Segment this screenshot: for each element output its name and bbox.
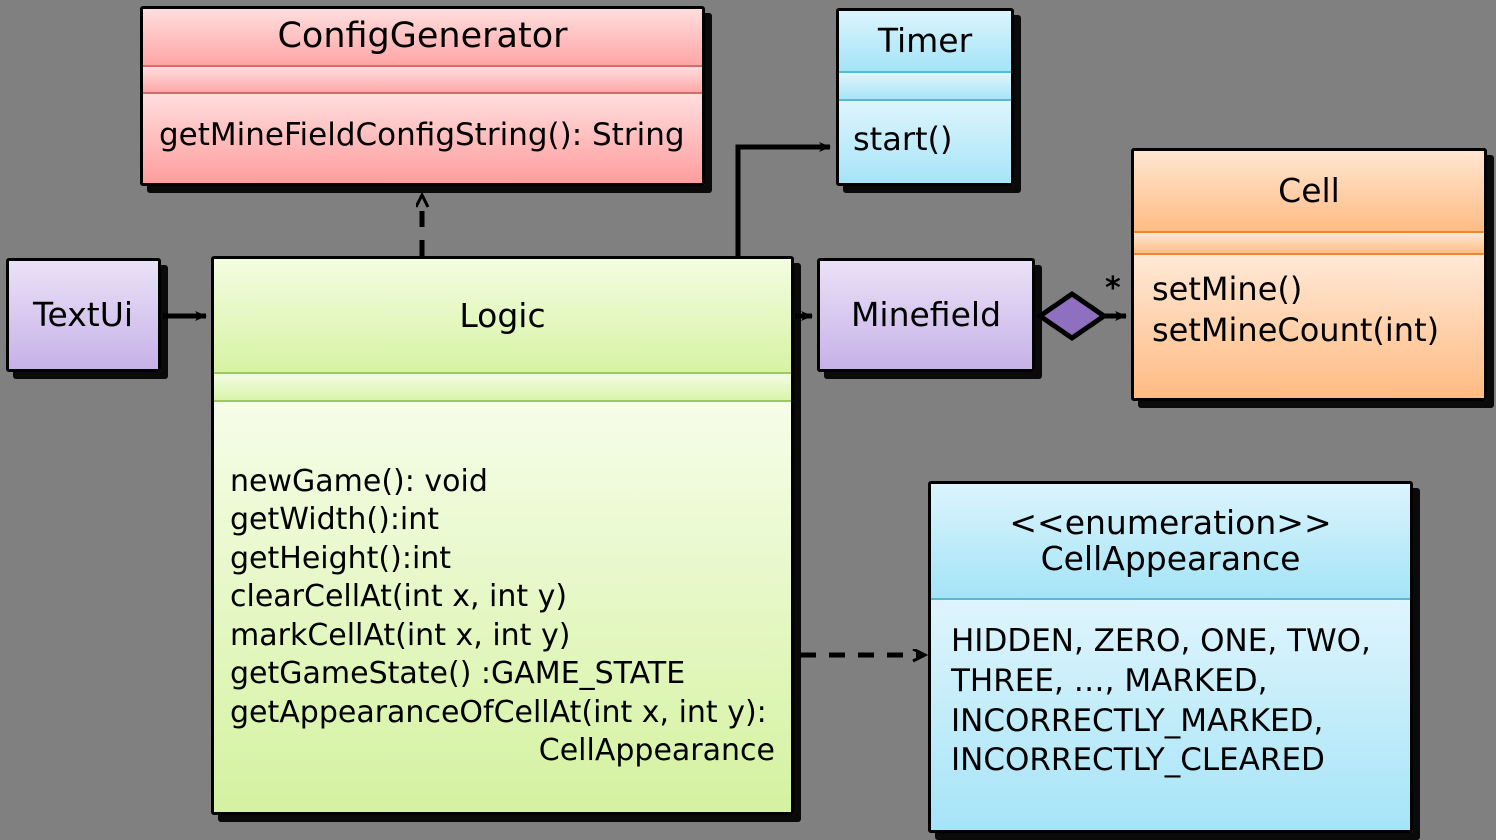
class-title-minefield: Minefield <box>820 261 1032 369</box>
connector-logic-to-timer <box>735 142 831 256</box>
class-methods-cell: setMine() setMineCount(int) <box>1134 255 1484 398</box>
class-name-cellappearance: CellAppearance <box>1040 539 1301 578</box>
class-box-cell[interactable]: Cell setMine() setMineCount(int) <box>1131 148 1487 401</box>
multiplicity-label-cell: * <box>1105 271 1121 306</box>
class-attributes-timer <box>839 73 1011 101</box>
class-methods-timer: start() <box>839 101 1011 183</box>
class-title-timer: Timer <box>839 11 1011 73</box>
class-box-textui[interactable]: TextUi <box>6 258 161 372</box>
class-stereotype-cellappearance: <<enumeration>> <box>1009 503 1332 543</box>
class-title-cellappearance: <<enumeration>> CellAppearance <box>931 484 1410 600</box>
connector-minefield-to-cell <box>1035 290 1127 342</box>
class-box-configgenerator[interactable]: ConfigGenerator getMineFieldConfigString… <box>140 6 705 186</box>
class-box-cellappearance[interactable]: <<enumeration>> CellAppearance HIDDEN, Z… <box>928 481 1413 833</box>
class-methods-logic: newGame(): void getWidth():int getHeight… <box>214 402 791 812</box>
class-title-cell: Cell <box>1134 151 1484 233</box>
class-box-minefield[interactable]: Minefield <box>817 258 1035 372</box>
class-attributes-configgenerator <box>143 67 702 94</box>
class-attributes-logic <box>214 374 791 402</box>
class-box-timer[interactable]: Timer start() <box>836 8 1014 186</box>
class-methods-configgenerator: getMineFieldConfigString(): String <box>143 94 702 183</box>
class-title-logic: Logic <box>214 259 791 374</box>
class-values-cellappearance: HIDDEN, ZERO, ONE, TWO, THREE, …, MARKED… <box>931 600 1410 830</box>
class-methods-logic-text: newGame(): void getWidth():int getHeight… <box>230 463 767 730</box>
class-title-textui: TextUi <box>9 261 158 369</box>
class-box-logic[interactable]: Logic newGame(): void getWidth():int get… <box>211 256 794 815</box>
class-title-configgenerator: ConfigGenerator <box>143 9 702 67</box>
class-attributes-cell <box>1134 233 1484 255</box>
class-methods-logic-wrap: CellAppearance <box>538 733 775 769</box>
